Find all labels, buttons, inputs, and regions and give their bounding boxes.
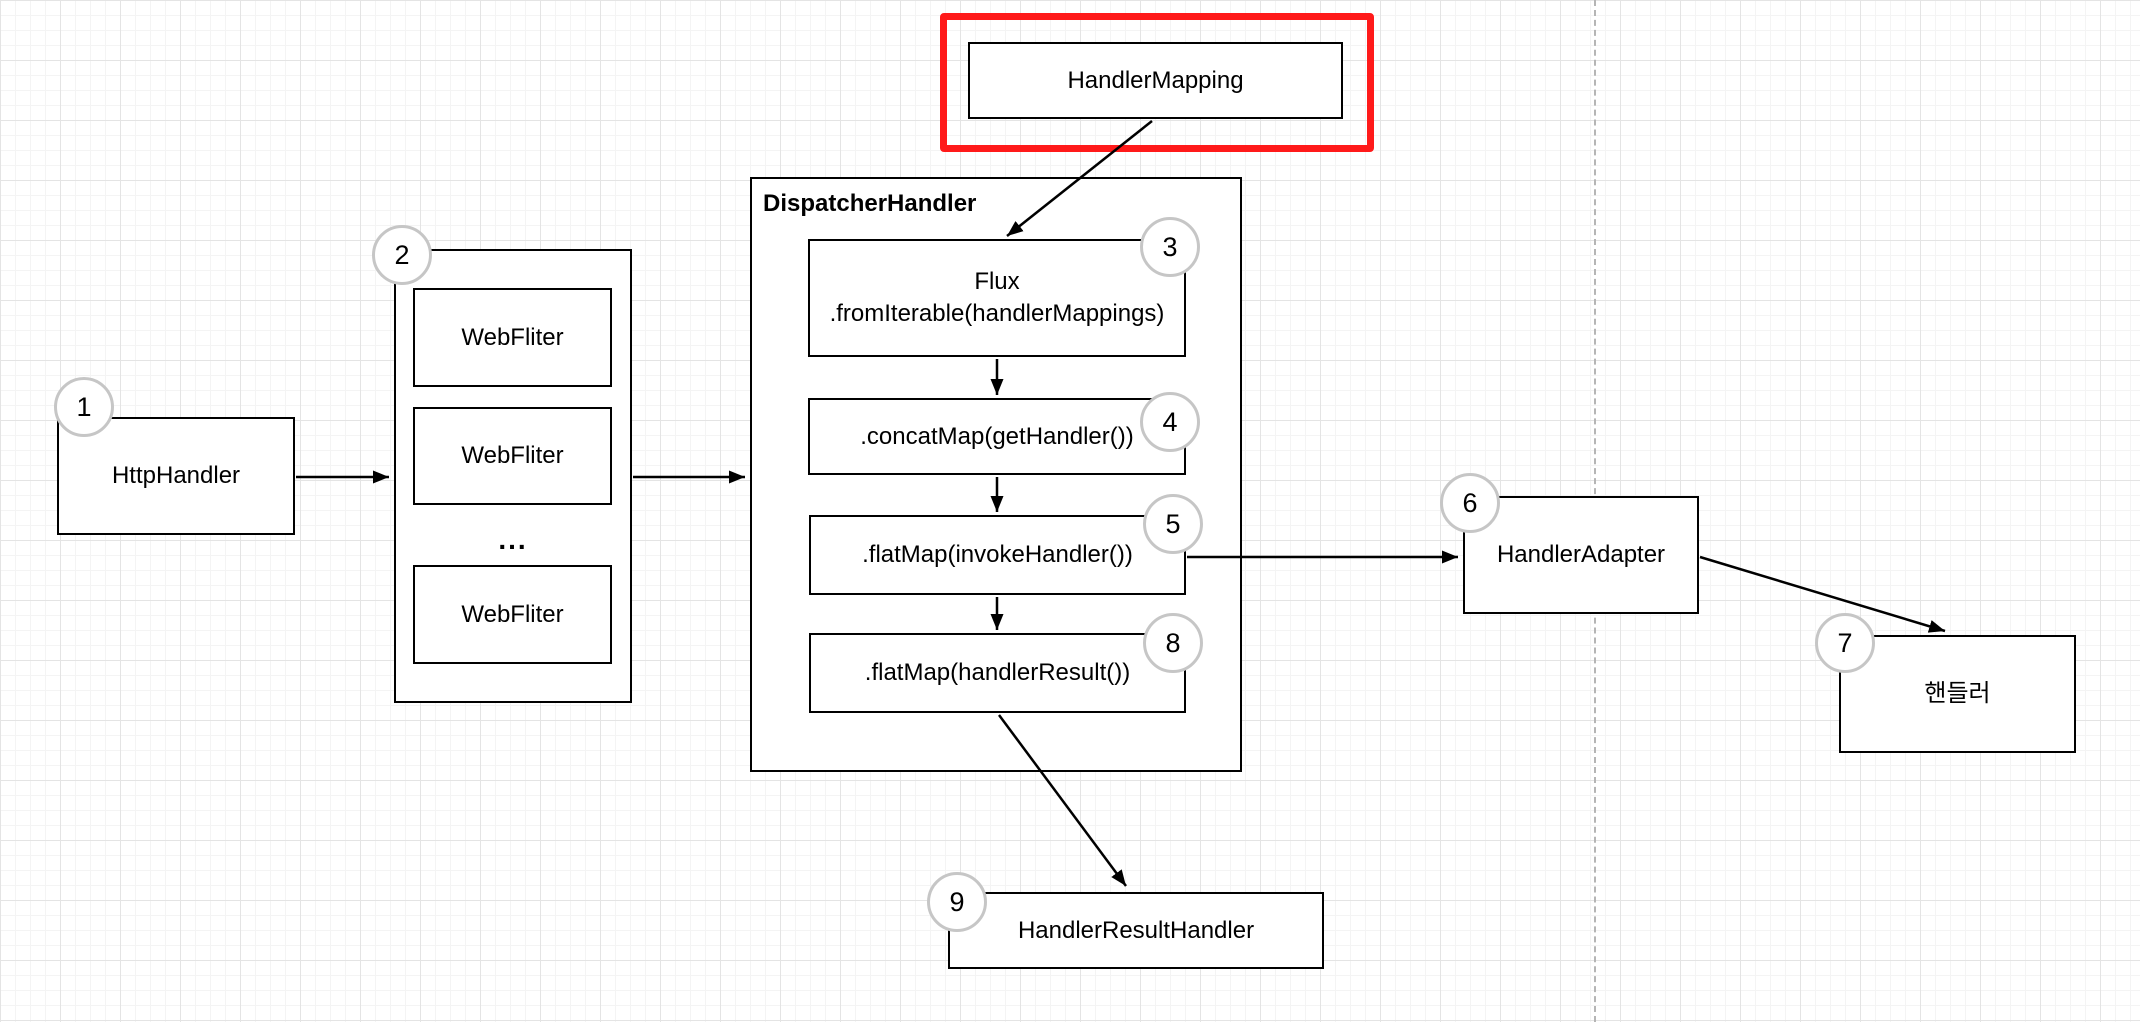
node-web-filter-1-label: WebFliter bbox=[461, 323, 564, 351]
badge-8: 8 bbox=[1143, 613, 1203, 673]
step-flux-from-iterable-label: Flux .fromIterable(handlerMappings) bbox=[829, 268, 1165, 327]
step-flux-from-iterable: Flux .fromIterable(handlerMappings) bbox=[808, 239, 1186, 357]
step-flat-map-invoke-handler: .flatMap(invokeHandler()) bbox=[809, 515, 1186, 595]
highlight-frame-red bbox=[940, 13, 1374, 152]
step-flat-map-handler-result: .flatMap(handlerResult()) bbox=[809, 633, 1186, 713]
node-http-handler: HttpHandler bbox=[57, 417, 295, 535]
badge-7: 7 bbox=[1815, 613, 1875, 673]
node-handler-mapping: HandlerMapping bbox=[968, 42, 1343, 119]
node-handler-result-handler-label: HandlerResultHandler bbox=[1017, 916, 1255, 944]
node-handler-adapter: HandlerAdapter bbox=[1463, 496, 1699, 614]
badge-4: 4 bbox=[1140, 392, 1200, 452]
badge-1: 1 bbox=[54, 377, 114, 437]
node-handler-result-handler: HandlerResultHandler bbox=[948, 892, 1324, 969]
node-web-filter-3: WebFliter bbox=[413, 565, 612, 664]
node-handler-adapter-label: HandlerAdapter bbox=[1496, 541, 1666, 568]
node-handler-korean: 핸들러 bbox=[1839, 635, 2076, 753]
step-concat-map-get-handler-label: .concatMap(getHandler()) bbox=[860, 422, 1134, 450]
node-web-filter-1: WebFliter bbox=[413, 288, 612, 387]
container-dispatcher-handler-title: DispatcherHandler bbox=[763, 190, 977, 217]
badge-5: 5 bbox=[1143, 494, 1203, 554]
badge-2: 2 bbox=[372, 225, 432, 285]
step-concat-map-get-handler: .concatMap(getHandler()) bbox=[808, 398, 1186, 475]
node-web-filter-2-label: WebFliter bbox=[461, 442, 564, 469]
node-handler-korean-label: 핸들러 bbox=[1924, 680, 1991, 707]
web-filter-ellipsis: ... bbox=[498, 524, 528, 555]
node-http-handler-label: HttpHandler bbox=[111, 462, 241, 489]
step-flat-map-invoke-handler-label: .flatMap(invokeHandler()) bbox=[862, 541, 1133, 568]
step-flat-map-handler-result-label: .flatMap(handlerResult()) bbox=[864, 659, 1131, 686]
node-web-filter-3-label: WebFliter bbox=[461, 600, 564, 628]
node-handler-mapping-label: HandlerMapping bbox=[1067, 66, 1244, 94]
badge-3: 3 bbox=[1140, 217, 1200, 277]
badge-9: 9 bbox=[927, 872, 987, 932]
arrow-handler-adapter-to-handler bbox=[1699, 555, 1946, 633]
badge-6: 6 bbox=[1440, 473, 1500, 533]
node-web-filter-2: WebFliter bbox=[413, 407, 612, 505]
